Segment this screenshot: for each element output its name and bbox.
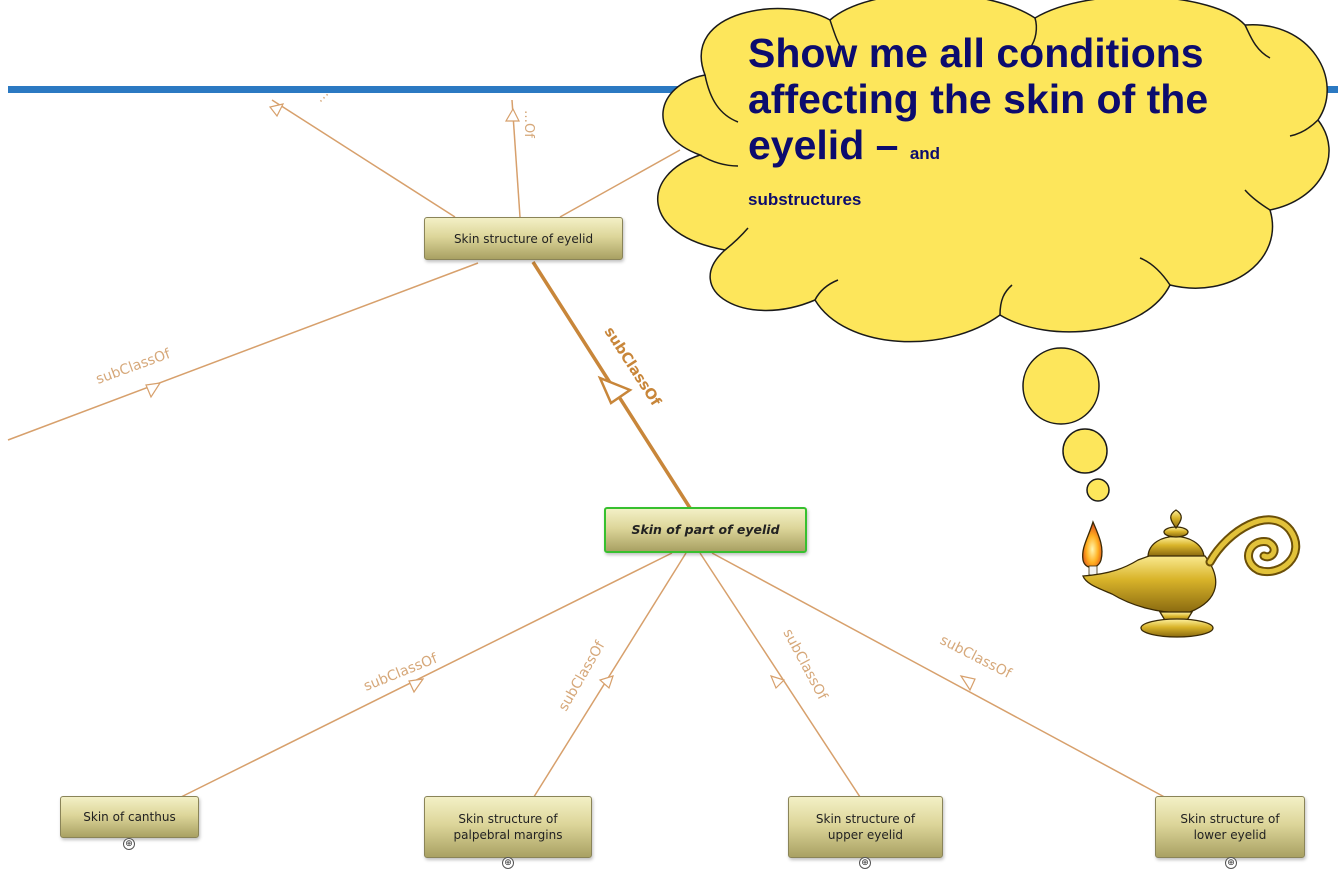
edge-label-palpebral: subClassOf <box>556 638 609 714</box>
child-edges <box>174 552 1171 801</box>
genie-lamp-icon <box>1082 509 1301 638</box>
edge-label-upper: subClassOf <box>779 626 830 703</box>
thought-bubble-text: Show me all conditions affecting the ski… <box>748 30 1308 214</box>
header-rule <box>8 86 1338 93</box>
expand-plus-icon[interactable]: ⊕ <box>1225 857 1237 869</box>
node-child-canthus[interactable]: Skin of canthus <box>60 796 199 838</box>
node-child-palpebral[interactable]: Skin structure of palpebral margins <box>424 796 592 858</box>
flame-icon <box>1082 520 1103 569</box>
bold-edge-arrowhead <box>597 375 633 405</box>
edge-arrowhead <box>598 675 614 690</box>
edge-label-top-middle: …Of <box>521 110 536 138</box>
thought-small-text-2: substructures <box>748 190 862 209</box>
node-parent[interactable]: Skin structure of eyelid <box>424 217 623 260</box>
edge-arrowhead <box>268 103 285 118</box>
edge-arrowhead <box>408 678 425 694</box>
thought-cloud <box>656 0 1330 343</box>
upper-edges <box>7 99 681 441</box>
thought-small-text: and <box>909 144 941 163</box>
thought-main-text: Show me all conditions affecting the ski… <box>748 30 1209 168</box>
node-child-upper[interactable]: Skin structure of upper eyelid <box>788 796 943 858</box>
thought-bubble-small <box>1086 478 1110 502</box>
edge-label-lower: subClassOf <box>937 632 1015 682</box>
edge-arrowhead <box>959 675 976 692</box>
expand-plus-icon[interactable]: ⊕ <box>502 857 514 869</box>
node-focus[interactable]: Skin of part of eyelid <box>604 507 807 553</box>
edge-arrowhead <box>145 382 162 399</box>
expand-plus-icon[interactable]: ⊕ <box>859 857 871 869</box>
edge-arrowhead <box>769 675 786 690</box>
expand-plus-icon[interactable]: ⊕ <box>123 838 135 850</box>
node-child-lower[interactable]: Skin structure of lower eyelid <box>1155 796 1305 858</box>
thought-cloud-inner-arcs <box>699 17 1319 316</box>
thought-bubble-large <box>1022 347 1100 425</box>
thought-bubble-medium <box>1062 428 1108 474</box>
edge-arrowhead <box>504 107 520 122</box>
